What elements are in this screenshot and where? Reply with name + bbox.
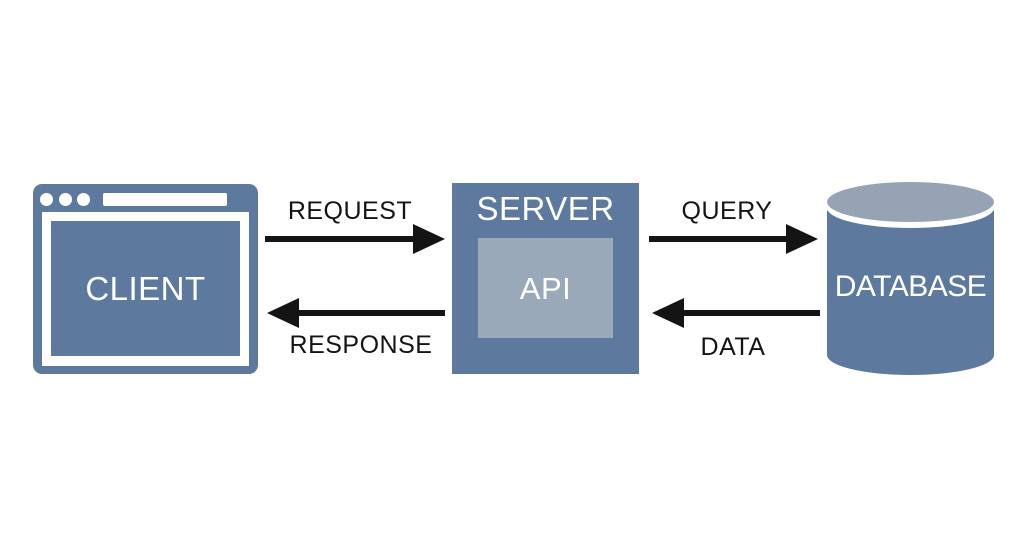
arrowhead-left-icon [652, 298, 684, 328]
request-flow-label: REQUEST [287, 197, 413, 225]
arrow-stem [649, 236, 786, 242]
request-arrow-icon [265, 224, 445, 254]
database-cylinder-icon [825, 182, 996, 375]
database-body [827, 208, 994, 375]
server-node: SERVER API [452, 183, 639, 374]
api-node: API [478, 238, 613, 338]
database-label: DATABASE [834, 270, 987, 303]
client-screen: CLIENT [51, 221, 240, 356]
server-label: SERVER [476, 190, 615, 227]
arrow-stem [265, 236, 413, 242]
client-label: CLIENT [85, 270, 206, 307]
query-arrow-icon [649, 224, 818, 254]
arrowhead-left-icon [267, 298, 299, 328]
response-arrow-icon [267, 298, 445, 328]
data-flow-label: DATA [700, 333, 766, 361]
client-node: CLIENT [33, 184, 258, 374]
browser-window-dot-icon [40, 193, 53, 206]
arrow-stem [684, 310, 820, 316]
arrowhead-right-icon [786, 224, 818, 254]
data-arrow-icon [652, 298, 820, 328]
browser-addressbar-icon [103, 193, 227, 206]
response-flow-label: RESPONSE [289, 331, 433, 359]
database-top-face [827, 182, 994, 222]
arrowhead-right-icon [413, 224, 445, 254]
arrow-stem [299, 310, 445, 316]
database-node [823, 180, 998, 380]
browser-window-dot-icon [77, 193, 90, 206]
query-flow-label: QUERY [681, 197, 773, 225]
api-label: API [519, 270, 572, 306]
browser-window-dot-icon [59, 193, 72, 206]
